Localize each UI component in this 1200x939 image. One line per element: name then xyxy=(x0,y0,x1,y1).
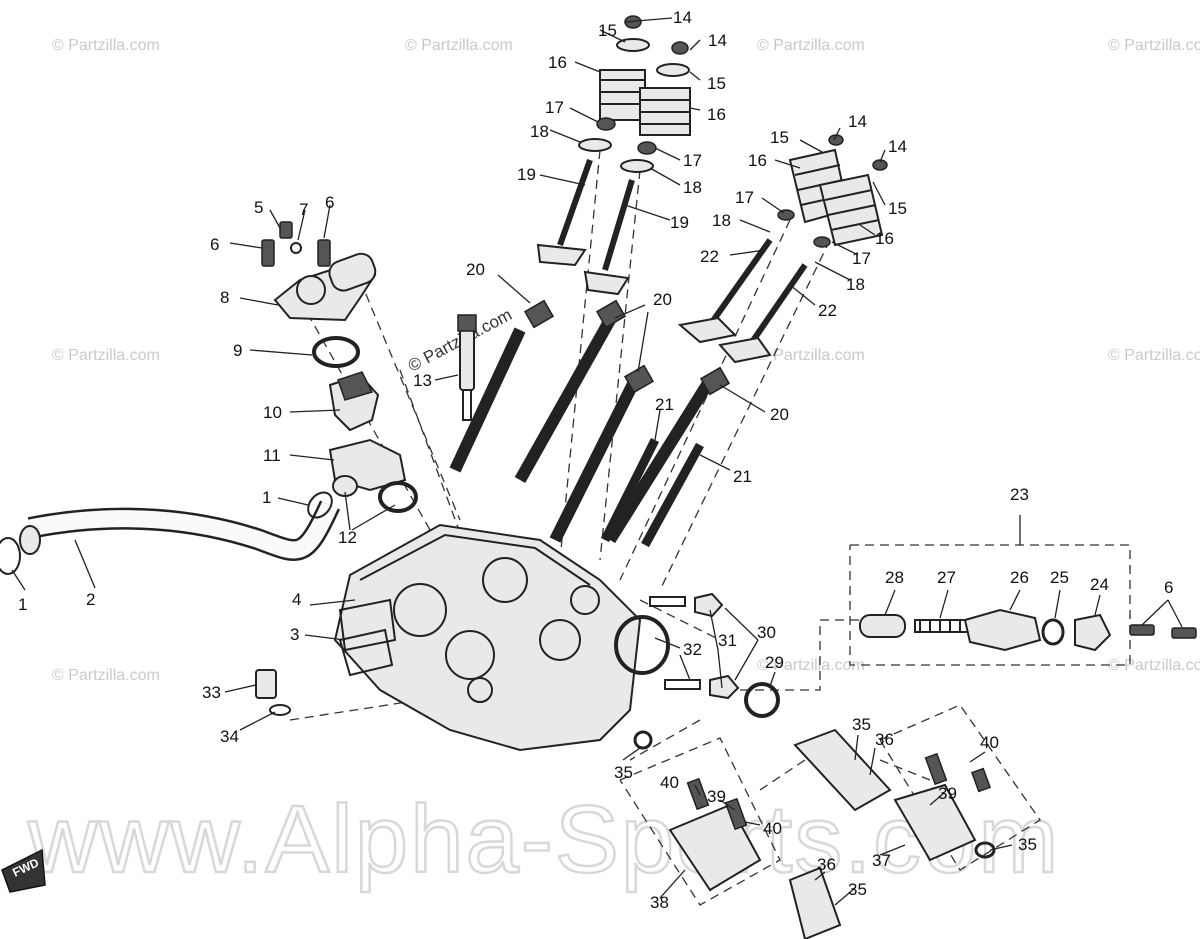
forward-arrow: FWD xyxy=(1,848,46,893)
callout-14: 14 xyxy=(708,31,727,50)
callout-15: 15 xyxy=(888,199,907,218)
callout-27: 27 xyxy=(937,568,956,587)
callout-18: 18 xyxy=(530,122,549,141)
callout-40: 40 xyxy=(660,773,679,792)
leader-lines xyxy=(11,17,1183,906)
callout-16: 16 xyxy=(748,151,767,170)
callout-35: 35 xyxy=(852,715,871,734)
callout-30: 30 xyxy=(757,623,776,642)
callout-12: 12 xyxy=(338,528,357,547)
callout-3: 3 xyxy=(290,625,299,644)
callout-31: 31 xyxy=(718,631,737,650)
callout-23: 23 xyxy=(1010,485,1029,504)
callout-5: 5 xyxy=(254,198,263,217)
watermark-partzilla: © Partzilla.com xyxy=(1108,347,1200,364)
callout-6: 6 xyxy=(1164,578,1173,597)
watermark-partzilla: © Partzilla.com xyxy=(757,37,865,54)
callout-36: 36 xyxy=(817,855,836,874)
callout-40: 40 xyxy=(980,733,999,752)
callout-18: 18 xyxy=(712,211,731,230)
callout-22: 22 xyxy=(818,301,837,320)
callout-26: 26 xyxy=(1010,568,1029,587)
callout-22: 22 xyxy=(700,247,719,266)
watermark-partzilla: © Partzilla.com xyxy=(1108,37,1200,54)
callout-38: 38 xyxy=(650,893,669,912)
callout-6: 6 xyxy=(210,235,219,254)
alignment-lines xyxy=(289,149,1131,906)
spark-plug xyxy=(457,314,477,421)
callout-10: 10 xyxy=(263,403,282,422)
callout-18: 18 xyxy=(683,178,702,197)
callout-14: 14 xyxy=(673,8,692,27)
callout-28: 28 xyxy=(885,568,904,587)
callout-7: 7 xyxy=(299,200,308,219)
callout-35: 35 xyxy=(848,880,867,899)
callout-1: 1 xyxy=(262,488,271,507)
callout-39: 39 xyxy=(707,787,726,806)
callout-21: 21 xyxy=(655,395,674,414)
callout-33: 33 xyxy=(202,683,221,702)
valve-train-intake xyxy=(536,15,691,296)
callout-35: 35 xyxy=(1018,835,1037,854)
callout-24: 24 xyxy=(1090,575,1109,594)
callout-8: 8 xyxy=(220,288,229,307)
callout-17: 17 xyxy=(852,249,871,268)
watermark-layer: © Partzilla.com © Partzilla.com © Partzi… xyxy=(26,37,1200,894)
callout-15: 15 xyxy=(707,74,726,93)
watermark-partzilla: © Partzilla.com xyxy=(757,347,865,364)
watermark-partzilla: © Partzilla.com xyxy=(405,37,513,54)
callout-20: 20 xyxy=(466,260,485,279)
tensioner-assembly xyxy=(859,608,1197,652)
callout-16: 16 xyxy=(707,105,726,124)
callout-19: 19 xyxy=(517,165,536,184)
callout-39: 39 xyxy=(938,784,957,803)
callout-numbers: 14 14 15 15 16 16 17 17 18 18 19 19 14 1… xyxy=(18,8,1173,912)
watermark-partzilla: © Partzilla.com xyxy=(757,657,865,674)
callout-18: 18 xyxy=(846,275,865,294)
callout-15: 15 xyxy=(598,21,617,40)
watermark-partzilla: © Partzilla.com xyxy=(52,667,160,684)
callout-17: 17 xyxy=(545,98,564,117)
callout-16: 16 xyxy=(548,53,567,72)
callout-25: 25 xyxy=(1050,568,1069,587)
callout-32: 32 xyxy=(683,640,702,659)
callout-11: 11 xyxy=(263,446,281,465)
head-bolts xyxy=(449,299,731,548)
callout-1: 1 xyxy=(18,595,27,614)
callout-29: 29 xyxy=(765,653,784,672)
callout-2: 2 xyxy=(86,590,95,609)
callout-14: 14 xyxy=(888,137,907,156)
callout-9: 9 xyxy=(233,341,242,360)
callout-36: 36 xyxy=(875,730,894,749)
callout-35: 35 xyxy=(614,763,633,782)
watermark-partzilla: © Partzilla.com xyxy=(52,37,160,54)
oil-tube-assembly xyxy=(633,728,996,939)
callout-34: 34 xyxy=(220,727,239,746)
callout-19: 19 xyxy=(670,213,689,232)
callout-20: 20 xyxy=(653,290,672,309)
coolant-hose xyxy=(0,491,341,575)
callout-20: 20 xyxy=(770,405,789,424)
cylinder-head xyxy=(333,523,642,752)
valve-train-exhaust xyxy=(677,134,888,364)
callout-37: 37 xyxy=(872,851,891,870)
watermark-partzilla: © Partzilla.com xyxy=(1108,657,1200,674)
watermark-alpha-sports: www.Alpha-Sports.com xyxy=(27,786,1060,893)
exhaust-port-parts xyxy=(614,592,780,718)
drain-bolt xyxy=(255,669,291,716)
callout-21: 21 xyxy=(733,467,752,486)
callout-6: 6 xyxy=(325,193,334,212)
callout-13: 13 xyxy=(413,371,432,390)
callout-15: 15 xyxy=(770,128,789,147)
callout-40: 40 xyxy=(763,819,782,838)
watermark-partzilla: © Partzilla.com xyxy=(52,347,160,364)
thermostat-assembly xyxy=(261,221,418,513)
callout-4: 4 xyxy=(292,590,301,609)
callout-17: 17 xyxy=(683,151,702,170)
callout-16: 16 xyxy=(875,229,894,248)
callout-17: 17 xyxy=(735,188,754,207)
callout-14: 14 xyxy=(848,112,867,131)
